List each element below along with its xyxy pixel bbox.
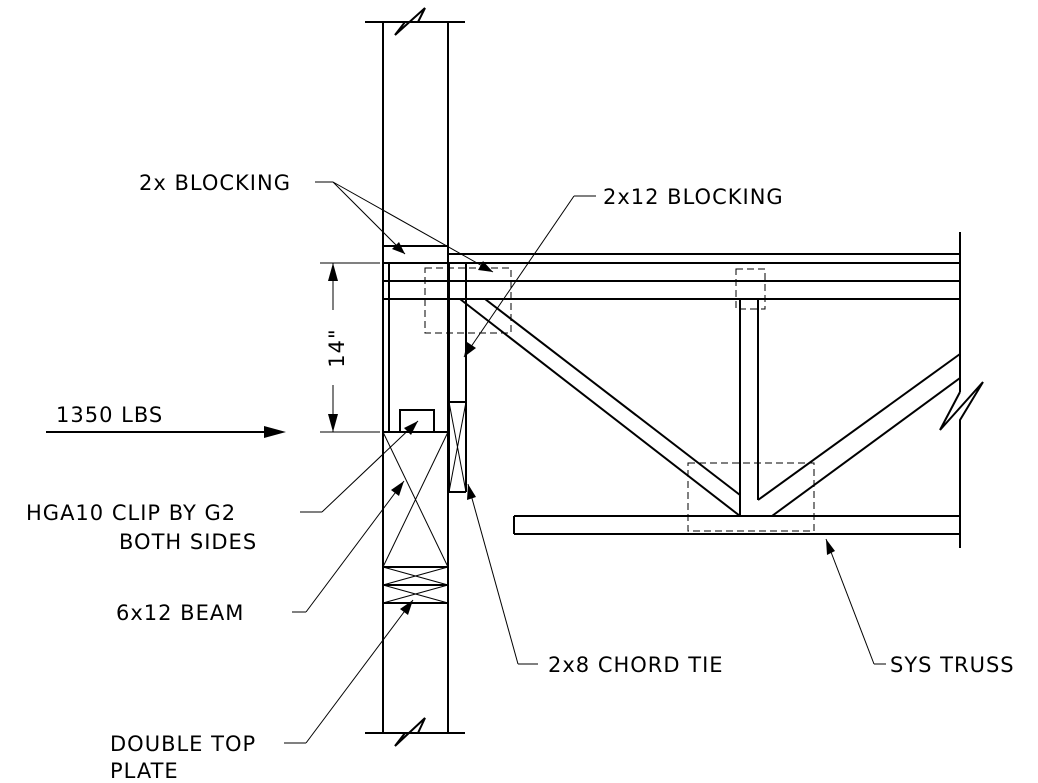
label-clip-line2: BOTH SIDES [119,530,257,554]
label-clip-line1: HGA10 CLIP BY G2 [26,501,236,525]
leader-double-top-plate [284,599,414,744]
wall [365,7,465,747]
connector-plates [424,267,815,532]
double-top-plate [382,566,449,604]
truss-break-symbol [939,381,984,548]
leader-6x12-beam [292,480,405,613]
dimension-14in [320,262,380,433]
blocking-2x12 [448,263,467,493]
dimension-label: 14" [325,328,349,367]
load-arrow [46,426,286,438]
hga10-clip [399,409,435,433]
leader-2x-blocking [315,181,494,273]
label-2x-blocking: 2x BLOCKING [139,171,291,195]
label-6x12-beam: 6x12 BEAM [116,601,244,625]
beam-6x12 [382,431,449,568]
label-2x12-blocking: 2x12 BLOCKING [603,185,784,209]
leader-2x12-blocking [463,195,596,358]
upper-blocking [383,245,448,432]
label-double-top-line1: DOUBLE TOP [110,732,256,756]
label-2x8-chord-tie: 2x8 CHORD TIE [548,653,724,677]
leader-2x8-chord-tie [467,483,538,665]
load-label: 1350 LBS [56,403,163,427]
leader-hga10-clip [300,420,419,513]
label-double-top-line2: PLATE [110,759,179,783]
truss [383,232,984,548]
bottom-break-symbol [365,717,465,747]
leader-sys-truss [825,538,886,665]
top-break-symbol [365,7,465,36]
label-sys-truss: SYS TRUSS [890,653,1015,677]
